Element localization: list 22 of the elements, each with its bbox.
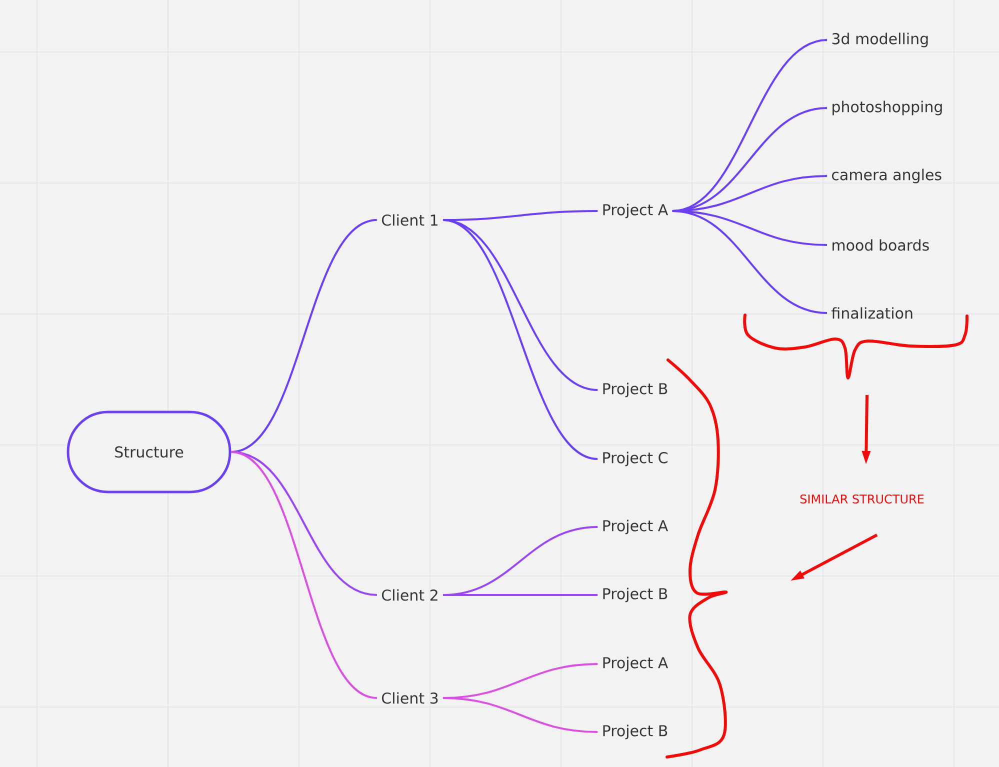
topic-label: Client 2 (382, 589, 438, 601)
branch-line (443, 696, 598, 733)
topic-label: mood boards (832, 239, 929, 251)
topic-label: Client 3 (382, 692, 438, 704)
branch-line (442, 219, 598, 460)
topic-label: Project A (603, 204, 668, 218)
topic-label: finalization (832, 307, 912, 319)
branch-line (443, 594, 598, 596)
topic-label: Project C (603, 452, 668, 466)
topic-label: Project A (603, 520, 668, 534)
topic-label: camera angles (832, 168, 942, 184)
topic-label: Client 1 (382, 214, 438, 226)
topic-label: Project B (603, 588, 668, 602)
topic-label: photoshopping (832, 100, 942, 116)
topic-label: Project B (603, 382, 668, 398)
branch-line (672, 210, 828, 314)
annotation-text: SIMILAR STRUCTURE (800, 494, 924, 504)
topic-label: Project A (603, 656, 668, 672)
topic-label: Project B (603, 724, 668, 740)
branch-line (230, 451, 378, 699)
topic-label: 3d modelling (832, 32, 928, 48)
rounded-box: Structure (66, 410, 232, 494)
